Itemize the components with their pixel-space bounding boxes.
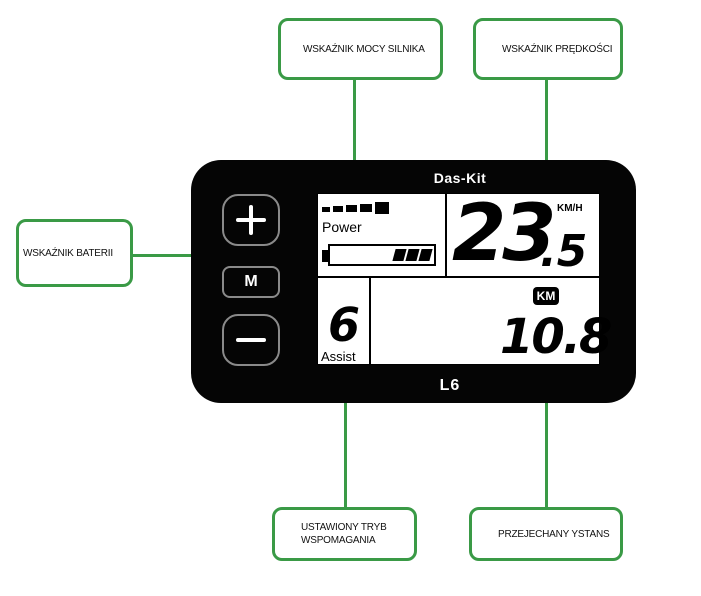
model-label: L6 <box>439 377 461 394</box>
lcd-screen <box>317 193 600 365</box>
lcd-divider-horizontal <box>317 276 600 278</box>
mode-button[interactable]: M <box>222 266 280 298</box>
distance-value: 10.8 <box>500 309 612 365</box>
plus-button[interactable] <box>222 194 280 246</box>
speed-value: 23 <box>452 189 557 279</box>
callout-speed: WSKAŹNIK PRĘDKOŚCI <box>473 18 623 80</box>
lcd-divider-vertical-top <box>445 193 447 277</box>
lcd-divider-vertical-bottom <box>369 276 371 365</box>
callout-distance: PRZEJECHANY YSTANS <box>469 507 623 561</box>
callout-battery: WSKAŹNIK BATERII <box>16 219 133 287</box>
speed-connector <box>545 77 548 198</box>
power-label: Power <box>322 219 362 235</box>
battery-icon <box>322 244 438 268</box>
assist-label: Assist <box>321 349 356 364</box>
minus-button[interactable] <box>222 314 280 366</box>
minus-icon <box>236 325 266 355</box>
callout-power: WSKAŹNIK MOCY SILNIKA <box>278 18 443 80</box>
callout-assist: USTAWIONY TRYB WSPOMAGANIA <box>272 507 417 561</box>
speed-decimal: .5 <box>540 226 588 277</box>
speed-unit: KM/H <box>557 203 583 214</box>
power-bar-icon <box>322 202 392 216</box>
brand-label: Das-Kit <box>433 170 487 186</box>
assist-connector <box>344 364 347 510</box>
distance-unit-badge: KM <box>533 287 559 305</box>
assist-level: 6 <box>328 298 361 352</box>
distance-connector <box>545 364 548 510</box>
plus-icon <box>236 205 266 235</box>
power-connector <box>353 77 356 207</box>
